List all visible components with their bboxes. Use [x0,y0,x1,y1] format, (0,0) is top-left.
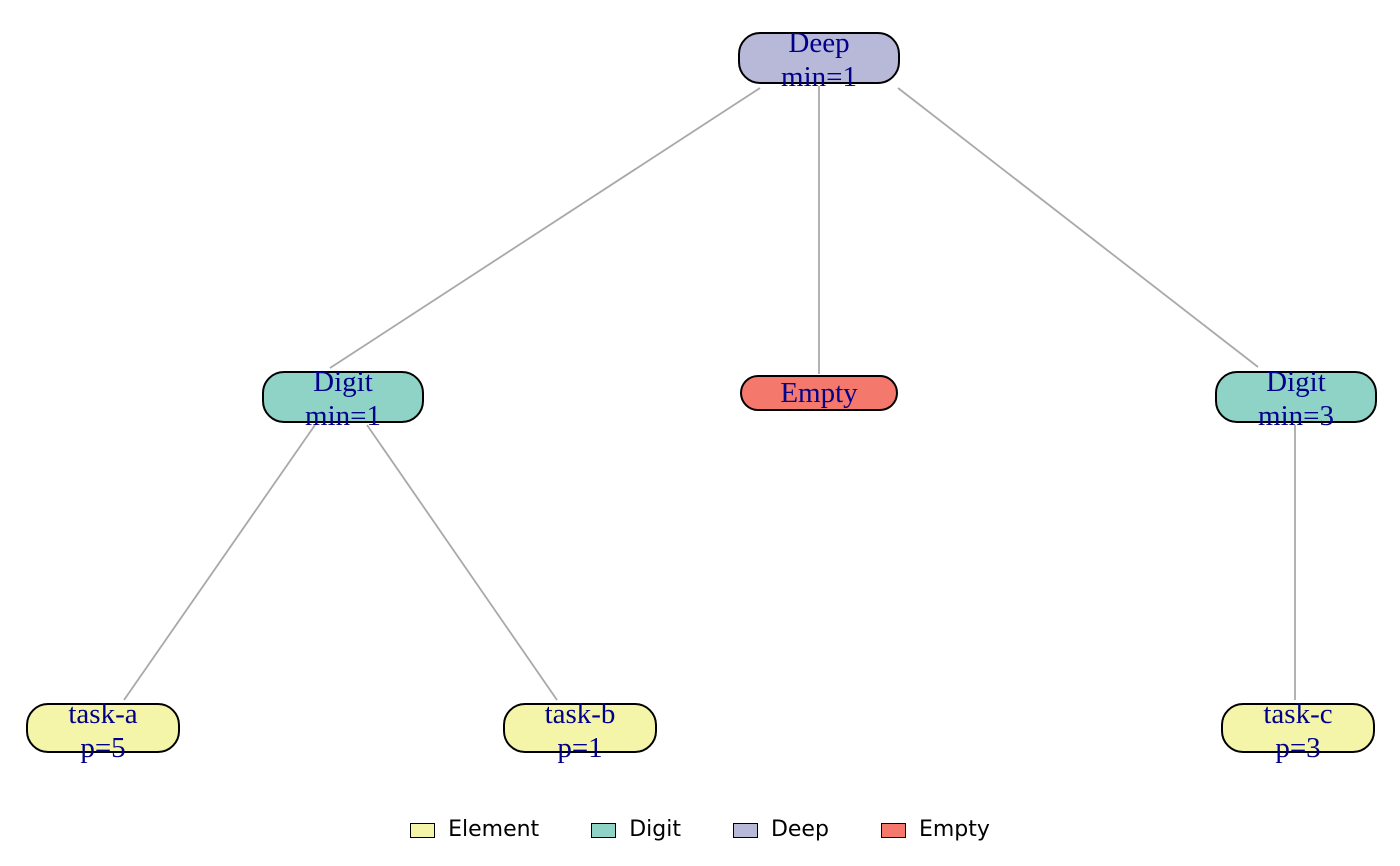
tree-node-empty[interactable]: Empty [740,375,898,411]
legend-swatch-icon-element [410,822,436,838]
node-label-line1: Digit [313,366,373,398]
node-label-line1: Empty [780,377,858,409]
node-label-line1: task-a [68,698,138,730]
tree-edge [366,424,558,701]
legend-label: Empty [918,817,990,842]
node-label-line1: task-c [1263,698,1333,730]
node-label-line2: min=1 [781,61,857,93]
legend-label: Digit [629,817,681,842]
legend: Element Digit Deep Empty [0,806,1400,854]
node-label-line1: task-b [544,698,616,730]
node-label-line1: Deep [788,27,850,59]
node-label-line2: p=1 [557,732,603,764]
legend-swatch-icon-empty [880,822,906,838]
node-label-line2: p=5 [80,732,126,764]
legend-entry-element[interactable]: Element [410,819,539,841]
legend-label: Element [448,817,540,842]
legend-swatch-icon-deep [732,822,758,838]
node-label-line2: p=3 [1275,732,1321,764]
node-label-line2: min=3 [1258,400,1334,432]
tree-edge [123,424,316,701]
node-label-line2: min=1 [305,400,381,432]
legend-swatch-icon-digit [591,822,617,838]
legend-entry-digit[interactable]: Digit [591,819,681,841]
legend-label: Deep [770,817,829,842]
legend-entry-empty[interactable]: Empty [880,817,990,842]
tree-edge [329,87,761,369]
node-label-line1: Digit [1266,366,1326,398]
legend-entry-deep[interactable]: Deep [732,817,829,842]
tree-edge [897,87,1259,368]
tree-node-label-empty: Empty [780,376,857,410]
